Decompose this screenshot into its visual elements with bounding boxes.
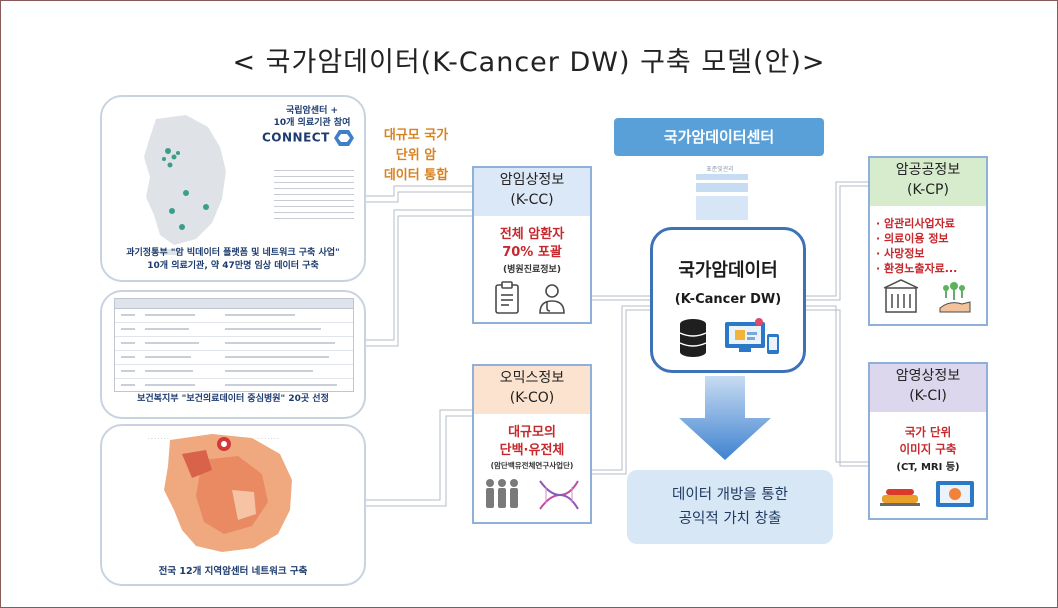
k-ci-body: 국가 단위 이미지 구축 (CT, MRI 등): [868, 412, 988, 520]
korea-map-icon: [144, 115, 226, 255]
screen-icon: [936, 481, 974, 507]
down-arrow-icon: [679, 376, 771, 460]
imaging-icons: [880, 481, 974, 507]
k-cc-source: (병원진료정보): [503, 265, 561, 275]
k-co-scale: 대규모의 단백·유전체: [499, 425, 565, 458]
hospital-list: [274, 165, 354, 224]
k-ci-scale: 국가 단위 이미지 구축: [899, 425, 957, 456]
integration-note: 대규모 국가 단위 암 데이터 통합: [383, 128, 449, 183]
k-cp-body: · 암관리사업자료 · 의료이용 정보 · 사망정보 · 환경노출자료...: [868, 206, 988, 326]
regional-center-caption: 전국 12개 지역암센터 네트워크 구축: [158, 566, 308, 577]
hand-plant-icon: [939, 282, 971, 313]
connect-project-panel: 국립암센터 + 10개 의료기관 참여 CONNECT 과기정통부 "암 빅데이…: [100, 95, 366, 282]
dna-icon: [539, 480, 579, 510]
building-icon: [883, 279, 919, 313]
k-cp-header: 암공공정보 (K-CP): [868, 156, 988, 208]
table-icon: [114, 298, 354, 392]
k-cancer-dw-box: 국가암데이터 (K-Cancer DW): [650, 227, 806, 373]
connect-logo-icon: CONNECT: [262, 129, 355, 147]
k-co-body: 대규모의 단백·유전체 (암단백유전체연구사업단): [472, 414, 592, 524]
doctor-icon: [539, 284, 565, 314]
svg-text:· · · · · · ·: · · · · · · ·: [258, 436, 279, 442]
k-co-source: (암단백유전체연구사업단): [490, 461, 574, 470]
standard-label: 표준및관리: [706, 166, 734, 173]
dw-title: 국가암데이터: [678, 260, 778, 281]
k-ci-header: 암영상정보 (K-CI): [868, 362, 988, 414]
k-cp-item-2: · 의료이용 정보: [876, 232, 949, 245]
data-hospital-panel: 보건복지부 "보건의료데이터 중심병원" 20곳 선정: [100, 290, 366, 419]
k-ci-modalities: (CT, MRI 등): [896, 462, 960, 473]
k-cc-body: 전체 암환자 70% 포괄 (병원진료정보): [472, 216, 592, 324]
stack-bar-3: [696, 196, 748, 220]
data-hospital-caption: 보건복지부 "보건의료데이터 중심병원" 20곳 선정: [137, 394, 329, 404]
stack-bar-2: [696, 183, 748, 192]
monitor-icon: [725, 318, 779, 354]
connect-participants-caption: 국립암센터 + 10개 의료기관 참여: [273, 106, 351, 128]
connect-project-caption: 과기정통부 "암 빅데이터 플랫폼 및 네트워크 구축 사업" 10개 의료기관…: [126, 248, 340, 271]
public-icons: [883, 279, 971, 313]
national-cancer-data-center-banner: 국가암데이터센터: [614, 118, 824, 156]
regional-center-panel: · · · · · · · · · · · · · · 전국 12개 지역암센터…: [100, 424, 366, 586]
k-co-header: 오믹스정보 (K-CO): [472, 364, 592, 416]
k-cc-coverage: 전체 암환자 70% 포괄: [499, 227, 565, 260]
korea-heatmap-icon: · · · · · · · · · · · · · ·: [148, 434, 292, 552]
omics-icons: [486, 479, 579, 510]
scanner-icon: [880, 489, 920, 506]
dw-subtitle: (K-Cancer DW): [674, 292, 782, 307]
k-cc-header: 암임상정보 (K-CC): [472, 166, 592, 218]
clipboard-icon: [495, 281, 519, 314]
k-cp-item-3: · 사망정보: [876, 247, 925, 260]
svg-text:· · · · · · ·: · · · · · · ·: [148, 436, 169, 442]
clinical-icons: [495, 281, 565, 314]
database-icon: [679, 319, 707, 357]
k-cp-item-4: · 환경노출자료...: [876, 262, 958, 275]
open-data-outcome-box: 데이터 개방을 통한 공익적 가치 창출: [627, 470, 833, 544]
dw-icons: [679, 318, 779, 357]
people-icon: [486, 479, 518, 508]
stack-bar-1: [696, 174, 748, 180]
k-cp-item-1: · 암관리사업자료: [876, 217, 955, 230]
diagram-title: < 국가암데이터(K-Cancer DW) 구축 모델(안)>: [232, 47, 826, 78]
